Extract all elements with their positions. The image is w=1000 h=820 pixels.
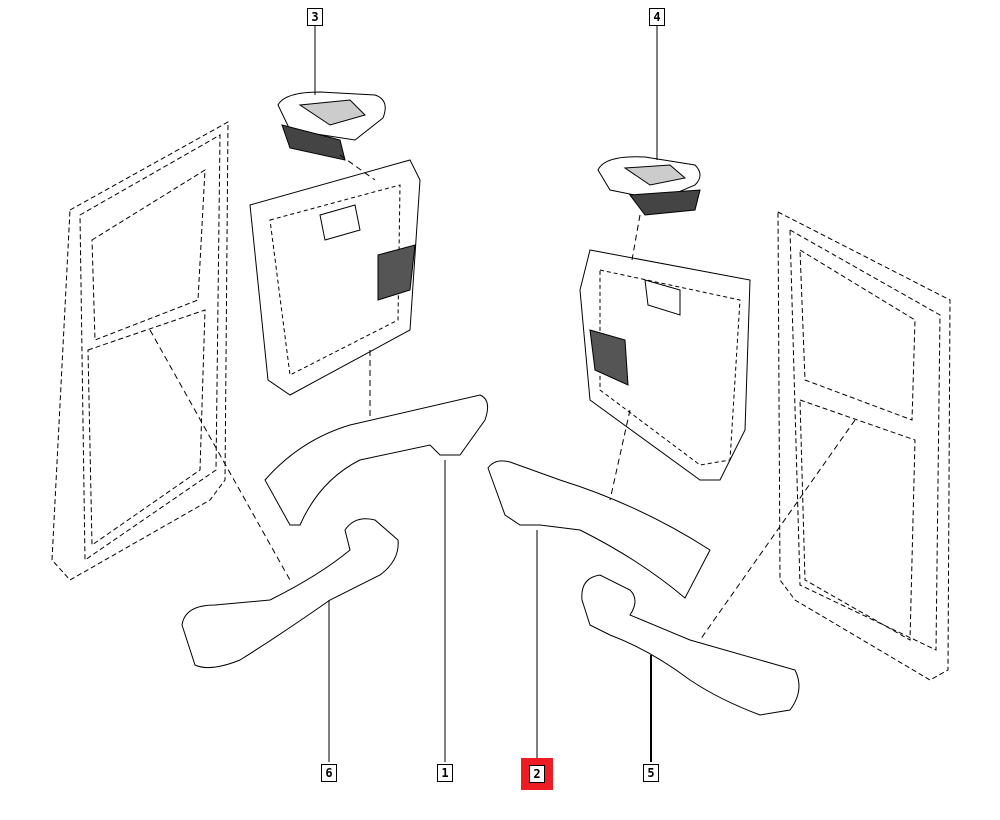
pull-handle-6 <box>181 518 399 669</box>
callout-4[interactable]: 4 <box>649 8 665 26</box>
callout-1[interactable]: 1 <box>437 764 453 782</box>
armrest-2 <box>487 460 711 599</box>
left-door-frame <box>51 121 229 581</box>
callout-6[interactable]: 6 <box>321 764 337 782</box>
armrest-1 <box>264 394 489 526</box>
pull-handle-5 <box>581 574 800 716</box>
callout-2[interactable]: 2 <box>529 765 545 783</box>
callout-5[interactable]: 5 <box>643 764 659 782</box>
callout-leaders <box>314 26 658 762</box>
right-trim-panel <box>579 249 751 481</box>
left-trim-panel <box>249 159 421 396</box>
window-switch-3 <box>277 91 386 161</box>
right-door-frame <box>777 211 951 681</box>
assembly-lines <box>149 154 856 641</box>
callout-3[interactable]: 3 <box>307 8 323 26</box>
window-switch-4 <box>597 156 701 216</box>
